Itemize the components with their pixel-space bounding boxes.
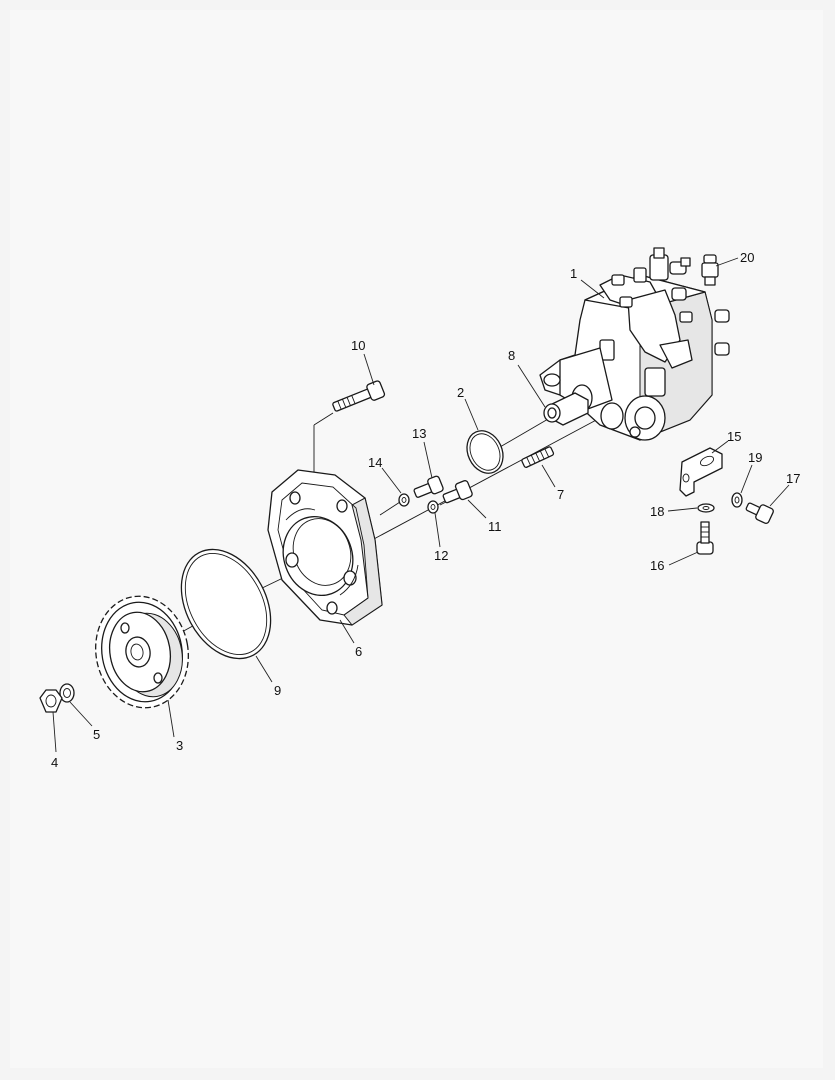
o-ring-part-2 <box>466 430 504 474</box>
o-ring-part-9-inner-edge <box>184 552 268 656</box>
callout-6: 6 <box>355 644 362 659</box>
washer-part-18-hole <box>702 506 710 510</box>
stud-part-7 <box>521 446 555 468</box>
sheet-area <box>10 10 823 1068</box>
callout-2: 2 <box>457 385 464 400</box>
callout-3: 3 <box>176 738 183 753</box>
callout-20: 20 <box>740 250 754 265</box>
o-ring-inner-edge <box>469 433 501 471</box>
bolt-part-16 <box>696 521 714 555</box>
callout-15: 15 <box>727 429 741 444</box>
washer-part-12-hole <box>430 504 436 510</box>
bolt-part-11 <box>442 480 473 504</box>
nut-part-4 <box>39 689 63 713</box>
callout-7: 7 <box>557 487 564 502</box>
callout-12: 12 <box>434 548 448 563</box>
fitting-part-20 <box>701 254 719 286</box>
drive-gear-part-3 <box>95 595 189 709</box>
bolt-part-10 <box>332 380 386 412</box>
o-ring-part-9 <box>180 548 272 660</box>
callout-8: 8 <box>508 348 515 363</box>
flange-plate-part-6 <box>267 469 383 626</box>
callout-19: 19 <box>748 450 762 465</box>
callout-10: 10 <box>351 338 365 353</box>
bracket-part-15 <box>679 447 723 497</box>
washer-part-18 <box>697 503 715 513</box>
callout-labels: 1 2 3 4 5 6 7 8 9 10 11 12 13 14 15 16 1… <box>51 250 800 770</box>
callout-9: 9 <box>274 683 281 698</box>
callout-11: 11 <box>488 519 502 534</box>
callout-14: 14 <box>368 455 382 470</box>
callout-13: 13 <box>412 426 426 441</box>
washer-part-5 <box>59 683 75 703</box>
leader-lines <box>52 257 790 753</box>
bolt-part-13 <box>413 475 444 498</box>
drive-shaft-part-8 <box>543 392 589 426</box>
washer-part-14-hole <box>401 497 407 503</box>
washer-part-19-hole <box>734 496 740 504</box>
washer-part-5-hole <box>63 688 71 698</box>
washer-part-14 <box>398 493 410 507</box>
callout-17: 17 <box>786 471 800 486</box>
callout-5: 5 <box>93 727 100 742</box>
callout-4: 4 <box>51 755 58 770</box>
callout-18: 18 <box>650 504 664 519</box>
callout-16: 16 <box>650 558 664 573</box>
washer-part-19 <box>731 492 743 508</box>
washer-part-12 <box>427 500 439 514</box>
callout-1: 1 <box>570 266 577 281</box>
bolt-part-17 <box>745 502 774 524</box>
